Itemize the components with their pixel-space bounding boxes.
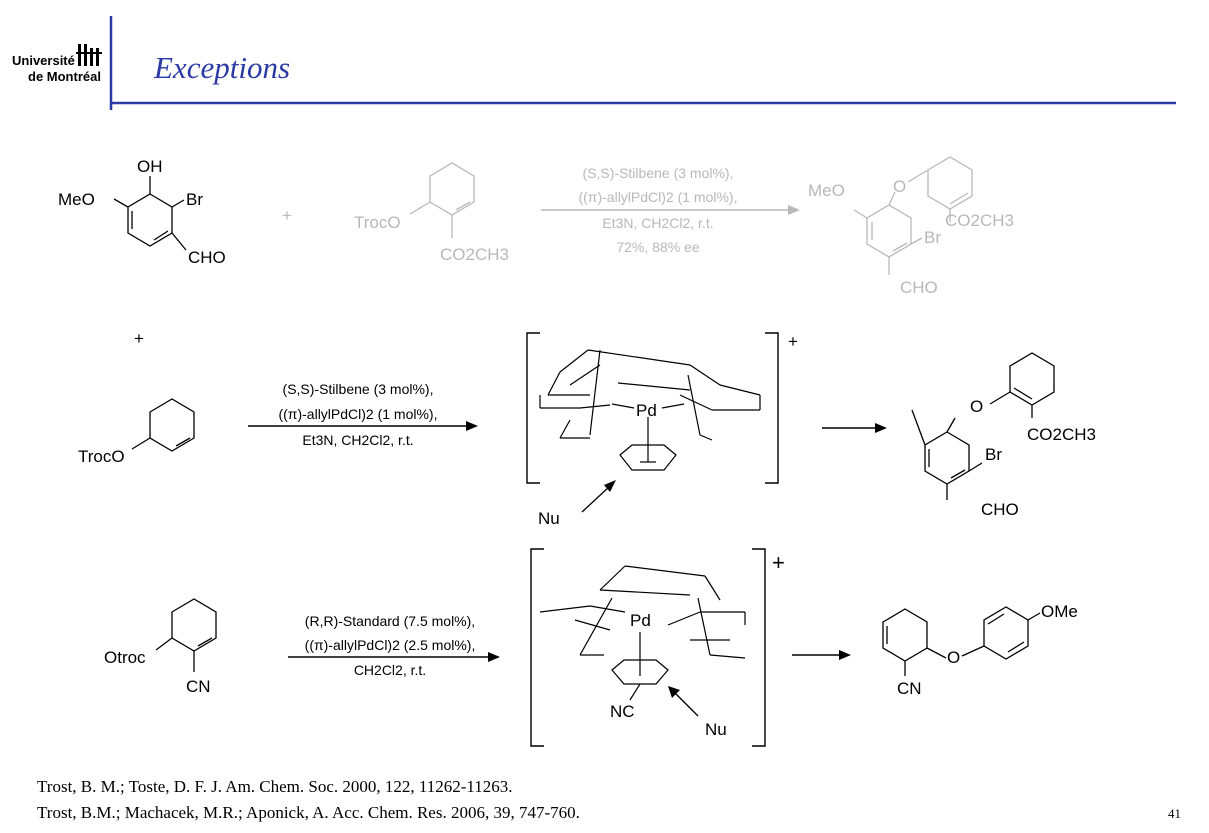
- scheme2-condition-2: ((π)-allylPdCl)2 (1 mol%),: [278, 406, 437, 422]
- scheme3-nu-label: Nu: [705, 720, 727, 739]
- scheme3-nu-attack-arrow: [673, 691, 699, 717]
- scheme2-pd-complex: [539, 349, 761, 471]
- logo-text-universite: Université: [12, 53, 75, 68]
- scheme2-product-ester-label: CO2CH3: [1027, 425, 1096, 444]
- scheme2-brackets: [526, 332, 779, 484]
- scheme3-pd-label: Pd: [630, 611, 651, 630]
- udem-logo-icon: [76, 44, 102, 66]
- scheme1-product-cho-label: CHO: [900, 278, 938, 297]
- scheme2-nu-arrowhead-icon: [604, 480, 616, 492]
- scheme1-condition-1: (S,S)-Stilbene (3 mol%),: [583, 165, 734, 181]
- scheme1-br-label: Br: [186, 190, 203, 209]
- scheme3-product-o-label: O: [947, 648, 960, 667]
- scheme3-brackets: [530, 548, 766, 747]
- scheme-3: Otroc CN (R,R)-Standard (7.5 mol%), ((π)…: [104, 548, 1078, 747]
- scheme1-plus: +: [282, 206, 292, 225]
- scheme1-reagent-allyl: [409, 162, 475, 238]
- scheme1-arrowhead-icon: [788, 205, 800, 215]
- scheme3-charge: +: [772, 550, 785, 575]
- scheme1-product: [853, 156, 973, 275]
- scheme3-condition-3: CH2Cl2, r.t.: [354, 662, 426, 678]
- scheme2-product-br-label: Br: [985, 445, 1002, 464]
- scheme3-reagent-cyanocyclohexenyl: [155, 598, 217, 672]
- reference-1: Trost, B. M.; Toste, D. F. J. Am. Chem. …: [37, 777, 513, 796]
- scheme2-troco-label: TrocO: [78, 447, 125, 466]
- scheme2-charge: +: [788, 332, 798, 351]
- scheme-1: OH MeO Br CHO + TrocO CO2CH3 (S,S)-Stilb…: [58, 156, 1014, 297]
- scheme1-product-ester-label: CO2CH3: [945, 211, 1014, 230]
- scheme1-condition-2: ((π)-allylPdCl)2 (1 mol%),: [578, 189, 737, 205]
- scheme2-arrowhead-2-icon: [875, 423, 887, 433]
- scheme2-plus: +: [134, 329, 144, 348]
- scheme3-product-cn-label: CN: [897, 679, 922, 698]
- scheme1-condition-3: Et3N, CH2Cl2, r.t.: [602, 215, 713, 231]
- header-graphics: [76, 16, 1176, 110]
- scheme2-product: [911, 352, 1055, 500]
- page-title: Exceptions: [154, 50, 291, 85]
- scheme2-reagent-cyclohexenyl: [131, 398, 195, 452]
- scheme2-condition-1: (S,S)-Stilbene (3 mol%),: [283, 381, 434, 397]
- scheme1-cho-label: CHO: [188, 248, 226, 267]
- logo-text-montreal: de Montréal: [28, 69, 101, 84]
- scheme3-arrowhead-icon: [488, 652, 500, 662]
- scheme1-oh-label: OH: [137, 157, 163, 176]
- scheme2-condition-3: Et3N, CH2Cl2, r.t.: [302, 432, 413, 448]
- scheme1-product-br-label: Br: [924, 228, 941, 247]
- scheme2-nu-label: Nu: [538, 509, 560, 528]
- scheme3-reagent-cn-label: CN: [186, 677, 211, 696]
- page-number: 41: [1168, 806, 1181, 821]
- scheme3-nu-arrowhead-icon: [668, 686, 680, 698]
- scheme2-nu-attack-arrow: [581, 485, 611, 513]
- scheme1-product-o-label: O: [893, 177, 906, 196]
- scheme2-product-o-label: O: [970, 397, 983, 416]
- scheme3-product: [882, 606, 1041, 676]
- scheme3-condition-2: ((π)-allylPdCl)2 (2.5 mol%),: [305, 637, 476, 653]
- scheme3-condition-1: (R,R)-Standard (7.5 mol%),: [305, 613, 475, 629]
- scheme3-otroc-label: Otroc: [104, 648, 146, 667]
- scheme1-meo-label: MeO: [58, 190, 95, 209]
- scheme3-nc-label: NC: [610, 702, 635, 721]
- scheme3-pd-complex: [539, 565, 746, 701]
- scheme3-arrowhead-2-icon: [839, 650, 851, 660]
- scheme-2: + TrocO (S,S)-Stilbene (3 mol%), ((π)-al…: [78, 329, 1096, 528]
- scheme2-product-cho-label: CHO: [981, 500, 1019, 519]
- reference-2: Trost, B.M.; Machacek, M.R.; Aponick, A.…: [37, 803, 580, 822]
- scheme1-troco-label: TrocO: [354, 213, 401, 232]
- scheme2-pd-label: Pd: [636, 401, 657, 420]
- scheme1-product-meo-label: MeO: [808, 181, 845, 200]
- scheme3-product-ome-label: OMe: [1041, 602, 1078, 621]
- scheme1-condition-4: 72%, 88% ee: [616, 239, 699, 255]
- scheme1-reactant-aldehyde: [113, 176, 187, 251]
- scheme1-reagent-ester-label: CO2CH3: [440, 245, 509, 264]
- scheme2-arrowhead-icon: [466, 421, 478, 431]
